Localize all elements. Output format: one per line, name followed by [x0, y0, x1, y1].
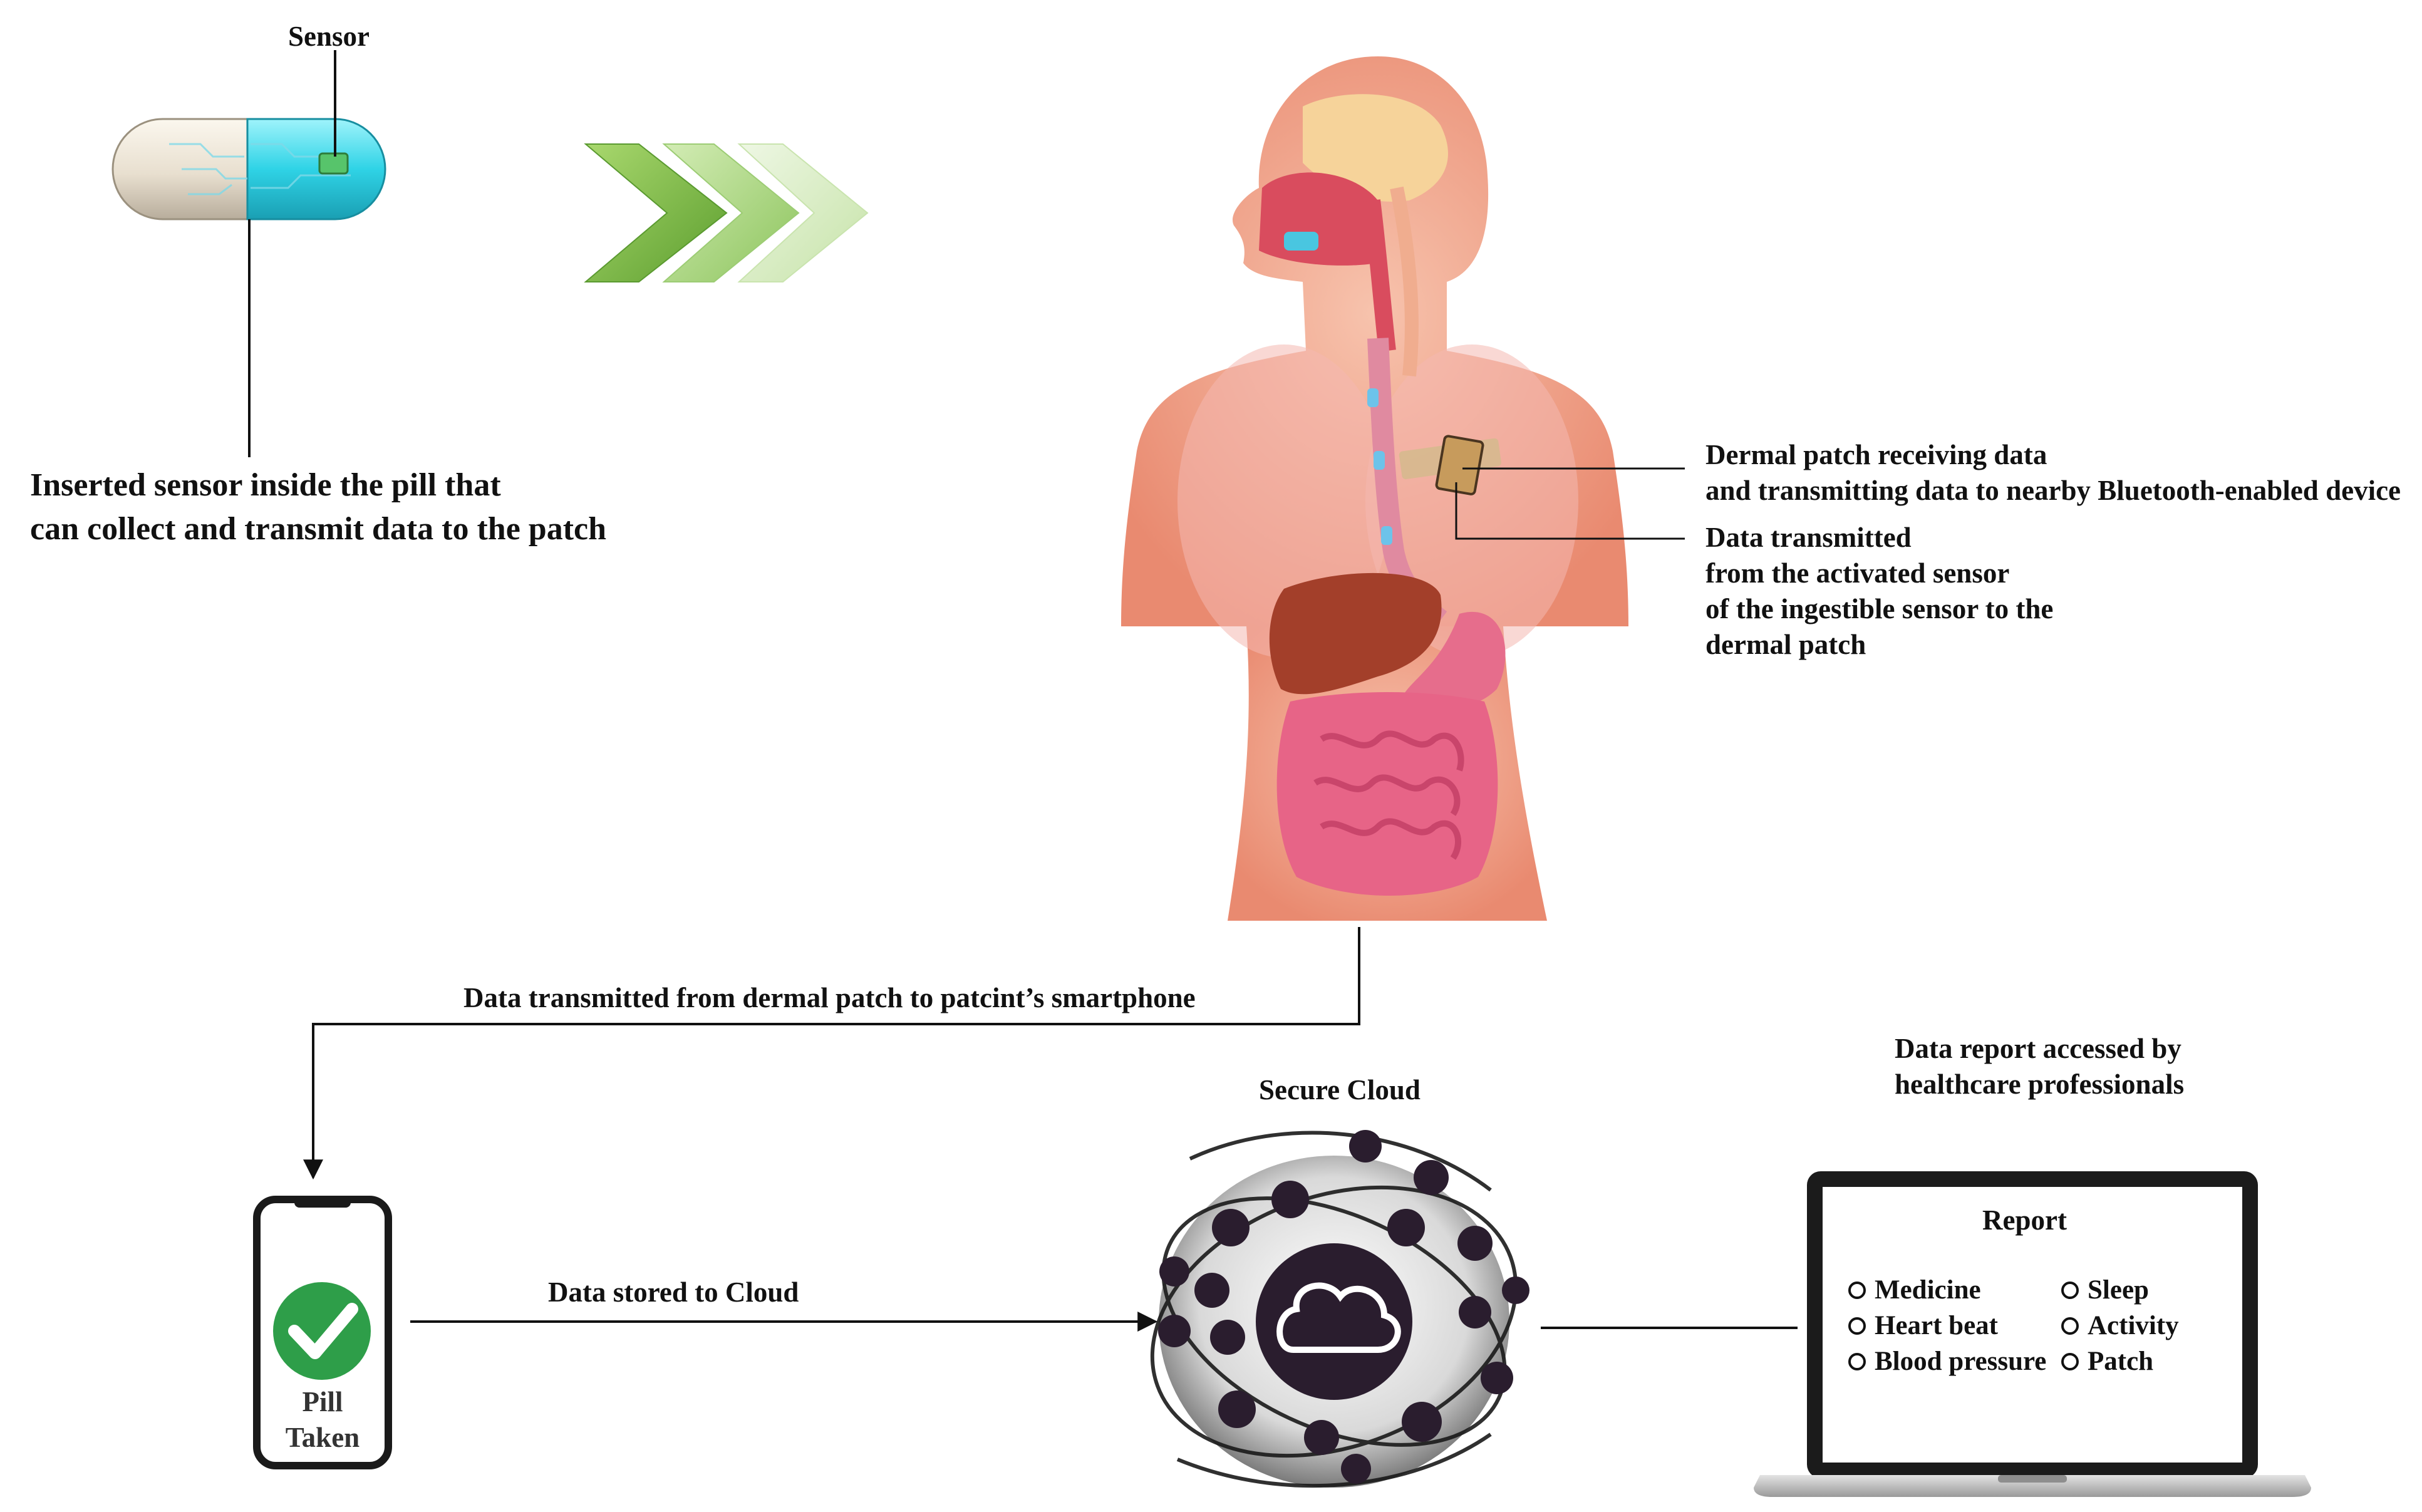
chevron-arrows [584, 143, 869, 282]
smartphone [253, 1196, 392, 1469]
secure-cloud-globe [1150, 1130, 1529, 1488]
pill-capsule [111, 118, 386, 220]
patch-callout-line-1: Dermal patch receiving data [1705, 439, 2047, 470]
patch-callout-line-2: and transmitting data to nearby Bluetoot… [1705, 475, 2401, 506]
desktop-small-icon [1304, 1420, 1339, 1455]
report-item-patch: Patch [2088, 1347, 2154, 1376]
smartphone-icon [1349, 1130, 1382, 1162]
report-caption-line-1: Data report accessed by [1895, 1033, 2181, 1064]
to-cloud-label: Data stored to Cloud [548, 1276, 799, 1308]
tablet-icon [1159, 1256, 1189, 1287]
sensor-callout-line-3: of the ingestible sensor to the [1705, 593, 2054, 624]
sensor-callout-line [1455, 482, 1685, 540]
sensor-callout-line-1: Data transmitted [1705, 522, 1912, 553]
desktop-icon [1502, 1276, 1529, 1304]
database-icon [1212, 1209, 1250, 1246]
monitor-icon [1194, 1273, 1229, 1308]
thumbs-up-icon [1402, 1402, 1442, 1442]
human-body [1121, 56, 1628, 921]
chat-icon [1158, 1315, 1191, 1347]
check-icon [273, 1282, 371, 1380]
cloud-icon [1256, 1243, 1412, 1400]
cloud-small-icon [1481, 1362, 1513, 1394]
people-icon [1414, 1160, 1449, 1195]
device-icons [1158, 1130, 1529, 1484]
router-icon [1210, 1320, 1245, 1355]
to-phone-label: Data transmitted from dermal patch to pa… [463, 982, 1196, 1013]
report-radio-circles [1848, 1282, 2079, 1370]
laptop [1754, 1171, 2311, 1497]
mail-icon [1457, 1226, 1493, 1261]
phone-status-line-2: Taken [285, 1422, 360, 1453]
sensor-callout-line-4: dermal patch [1705, 629, 1866, 660]
bar-chart-icon [1387, 1209, 1425, 1246]
report-item-sleep: Sleep [2088, 1275, 2149, 1305]
server-icon [1271, 1181, 1309, 1218]
phone-status-line-1: Pill [302, 1386, 343, 1417]
report-caption-line-2: healthcare professionals [1895, 1069, 2185, 1100]
report-item-heart-beat: Heart beat [1875, 1311, 1999, 1340]
pill-caption-line-2: can collect and transmit data to the pat… [30, 511, 607, 547]
report-item-activity: Activity [2088, 1311, 2179, 1340]
pill-caption-line-1: Inserted sensor inside the pill that [30, 467, 501, 503]
sensor-callout-line-2: from the activated sensor [1705, 557, 2010, 589]
phone-icon [1459, 1296, 1491, 1328]
report-item-blood-pressure: Blood pressure [1875, 1347, 2047, 1376]
patch-to-phone-arrow [303, 927, 1360, 1180]
secure-cloud-title: Secure Cloud [1259, 1074, 1421, 1106]
report-item-medicine: Medicine [1875, 1275, 1981, 1305]
calendar-icon [1218, 1390, 1256, 1428]
sensor-label: Sensor [288, 21, 370, 52]
user-icon [1341, 1454, 1371, 1484]
report-title: Report [1982, 1204, 2067, 1236]
